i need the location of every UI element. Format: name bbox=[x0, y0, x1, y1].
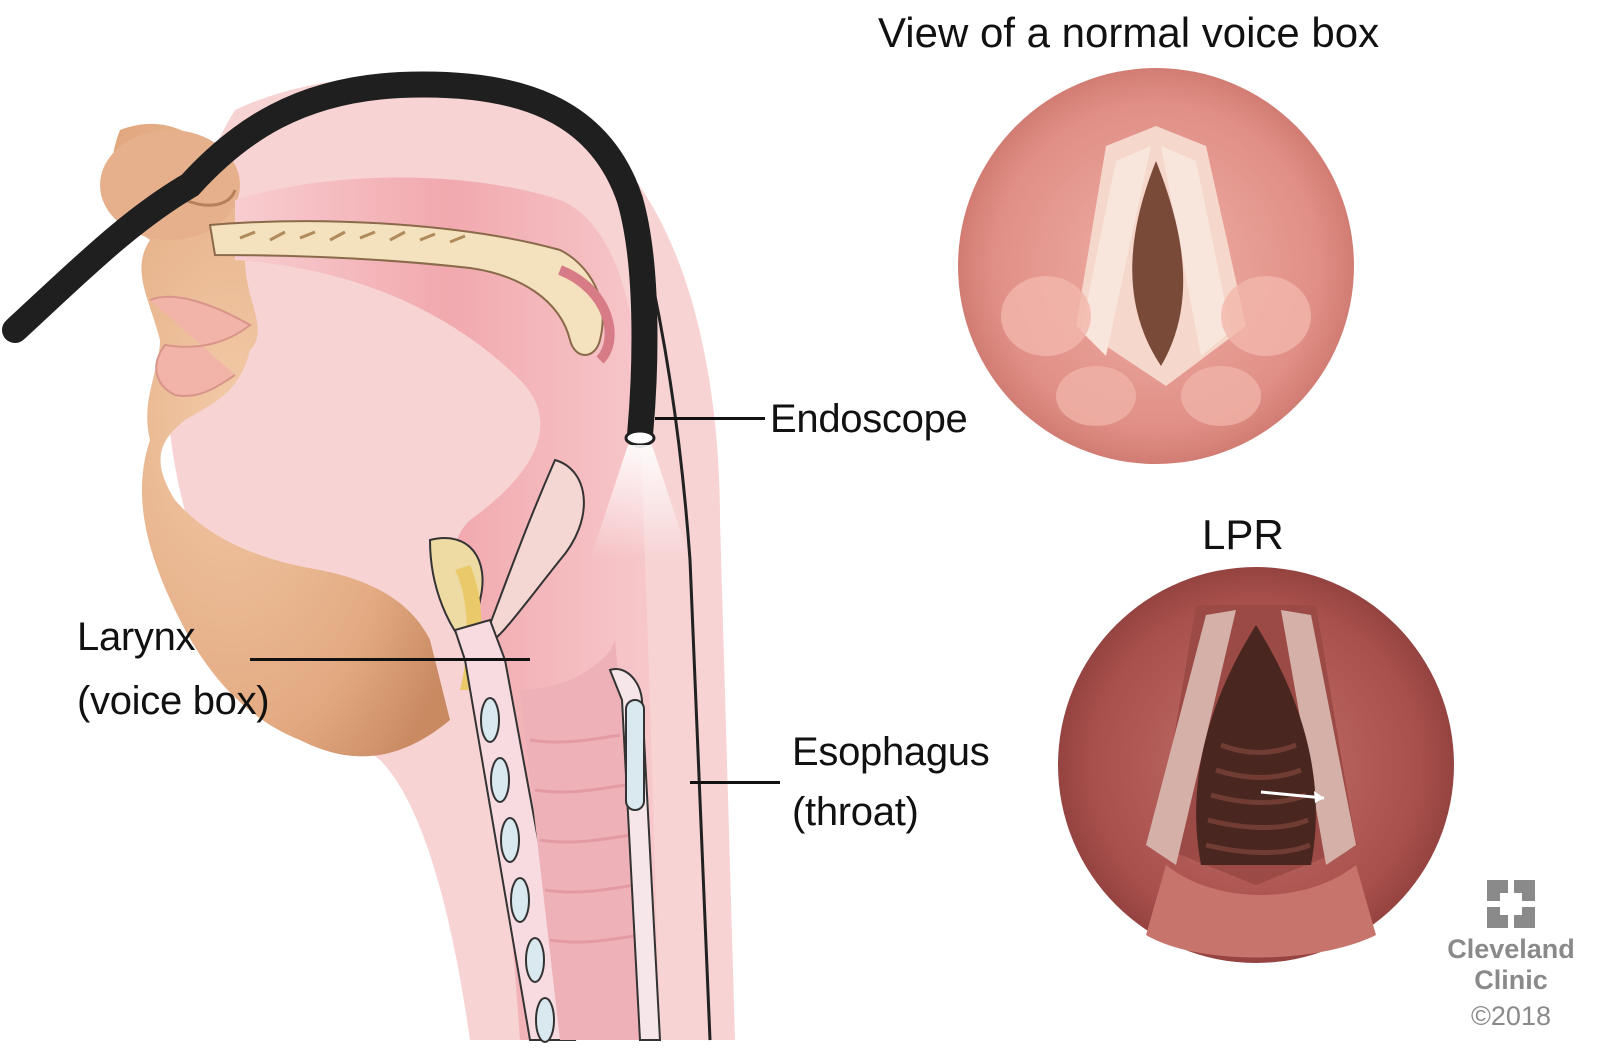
palate-texture bbox=[239, 230, 466, 244]
lpr-arrow bbox=[1260, 790, 1325, 800]
endoscope-tube bbox=[2, 71, 658, 448]
soft-palate bbox=[557, 265, 615, 364]
glottis-opening bbox=[1132, 161, 1184, 366]
lips bbox=[149, 295, 252, 397]
vocal-cord-right bbox=[1161, 146, 1231, 356]
face-skin bbox=[111, 123, 450, 757]
esophagus-sublabel: (throat) bbox=[792, 790, 919, 834]
cleveland-clinic-logo-icon bbox=[1487, 880, 1535, 928]
lpr-title: LPR bbox=[1202, 511, 1284, 558]
endoscope-tip bbox=[624, 429, 656, 447]
larynx-label: Larynx bbox=[77, 615, 196, 659]
lpr-cord-right bbox=[1281, 610, 1356, 865]
normal-voice-box-title: View of a normal voice box bbox=[878, 9, 1380, 56]
endoscope-leader-line bbox=[655, 417, 765, 420]
logo-copyright: ©2018 bbox=[1471, 1001, 1551, 1031]
larynx-leader-line bbox=[250, 658, 530, 661]
trachea-rings bbox=[480, 697, 555, 1043]
normal-voice-box-image bbox=[958, 68, 1354, 464]
lpr-voice-box-image bbox=[1058, 567, 1454, 963]
esophagus-leader-line bbox=[690, 781, 780, 784]
vocal-cord-left bbox=[1081, 146, 1151, 356]
palate bbox=[208, 220, 604, 356]
lpr-cord-left bbox=[1146, 610, 1236, 865]
vertebra-strip bbox=[608, 668, 662, 1041]
endoscope-light bbox=[590, 445, 690, 560]
larynx-sublabel: (voice box) bbox=[77, 679, 270, 723]
logo-name-line1: Cleveland bbox=[1447, 934, 1575, 964]
esophagus-folds bbox=[529, 733, 641, 944]
epiglottis bbox=[478, 458, 585, 653]
esophagus-label: Esophagus bbox=[792, 730, 990, 774]
cleveland-clinic-logo: Cleveland Clinic ©2018 bbox=[1436, 880, 1586, 1034]
endoscope-label: Endoscope bbox=[770, 397, 968, 441]
nostril-line bbox=[184, 189, 237, 207]
logo-name-line2: Clinic bbox=[1474, 965, 1548, 995]
lpr-airway bbox=[1196, 625, 1316, 865]
vertebra-disc bbox=[625, 699, 645, 811]
